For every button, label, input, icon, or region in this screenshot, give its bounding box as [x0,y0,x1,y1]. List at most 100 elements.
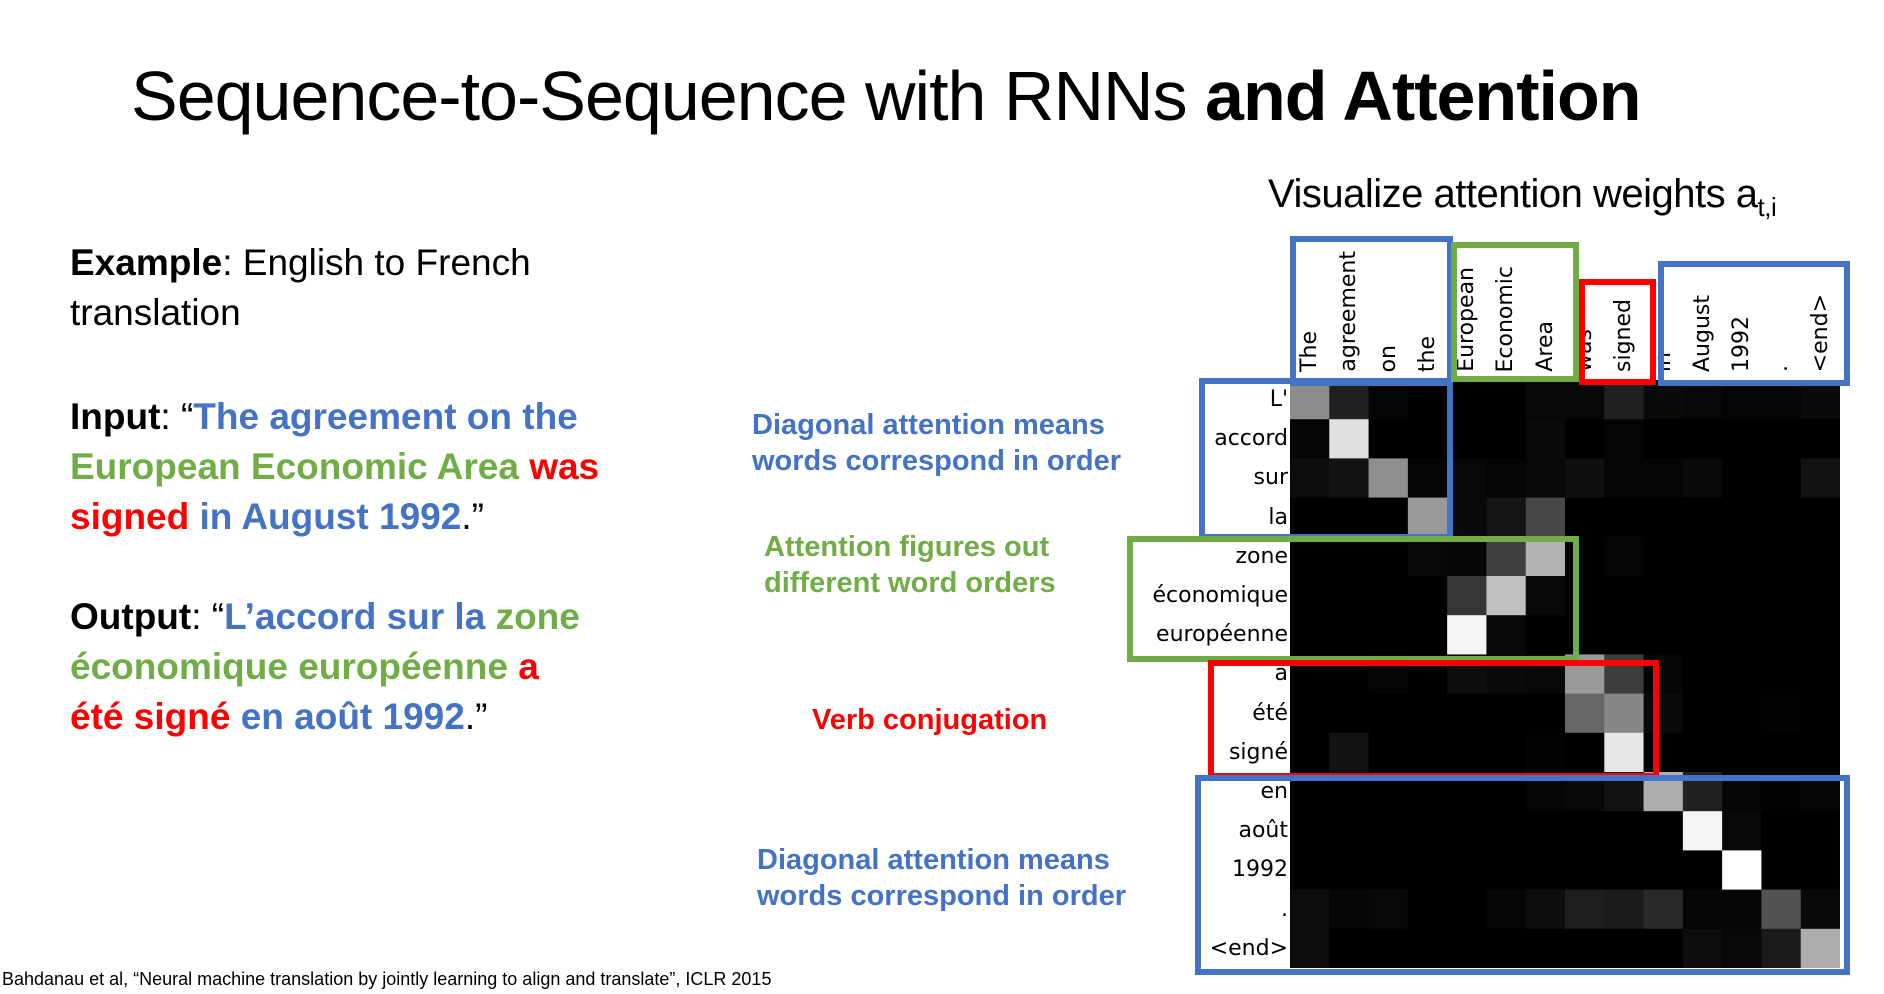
heatmap-cell [1643,536,1684,577]
heatmap-cell [1643,732,1684,773]
heatmap-cell [1604,693,1645,734]
heatmap-cell [1329,576,1370,616]
output-text-segment: zone [495,596,580,637]
heatmap-cell [1800,536,1840,577]
heatmap-row-label: zone [1235,543,1289,569]
heatmap-cell [1407,732,1448,773]
heatmap-cell [1800,615,1840,655]
heatmap-cell [1761,576,1802,616]
heatmap-cell [1604,380,1645,420]
heatmap-cell [1368,536,1409,577]
heatmap-cell [1800,458,1840,499]
heatmap-cell [1329,850,1370,891]
highlight-box-blue-cols-top [1290,236,1453,386]
input-label: Input [70,396,161,437]
heatmap-row-label: <end> [1209,935,1288,961]
heatmap-cell [1329,536,1370,577]
note-line: words correspond in order [757,880,1126,912]
heatmap-cell [1761,380,1802,420]
heatmap-cell [1565,419,1605,459]
heatmap-cell [1368,889,1409,930]
output-text-segment: été signé [70,696,241,737]
heatmap-cell [1290,380,1330,420]
heatmap-cell [1565,576,1605,616]
heatmap-cell [1407,419,1448,459]
heatmap-cell [1604,458,1645,499]
heatmap-row-label: signé [1228,739,1288,765]
output-text-segment: économique européenne [70,646,519,687]
heatmap-cell [1525,850,1566,891]
note-line: Diagonal attention means [752,409,1105,441]
heatmap-cell [1368,732,1409,773]
output-label: Output [70,596,192,637]
heatmap-cell [1761,615,1802,655]
highlight-box-blue-rows-top [1199,378,1453,540]
heatmap-cell [1486,458,1527,499]
highlight-box-blue-cols-bottom [1658,261,1850,386]
example-label: Example [70,242,223,283]
output-text-segment: : “ [191,596,225,637]
heatmap-cell [1722,419,1762,459]
heatmap-cell [1800,576,1840,616]
heatmap-row-label: accord [1214,426,1288,452]
heatmap-cell [1565,536,1605,577]
heatmap-cell [1447,850,1487,891]
heatmap-cell [1800,928,1840,968]
heatmap-cell [1290,732,1330,773]
heatmap-cell [1447,576,1487,616]
heatmap-cell [1722,458,1762,499]
heatmap-cell [1604,497,1645,538]
input-text-segment: : “ [160,396,194,437]
heatmap-cell [1761,889,1802,930]
heatmap-cell [1290,576,1330,616]
heatmap-cell [1682,850,1723,891]
heatmap-cell [1525,380,1566,420]
heatmap-cell [1604,850,1645,891]
heatmap-cell [1604,536,1645,577]
heatmap-cell [1290,928,1330,968]
heatmap-cell [1565,732,1605,773]
heatmap-cell [1486,497,1527,538]
heatmap-cell [1643,497,1684,538]
heatmap-cell [1525,732,1566,773]
heatmap-cell [1407,576,1448,616]
input-text-segment: The agreement on the [193,396,578,437]
input-text-segment: was [529,446,600,487]
heatmap-cell [1525,889,1566,930]
heatmap-cell [1447,458,1487,499]
heatmap-cell [1290,458,1330,499]
output-text-segment: .” [464,696,488,737]
heatmap-cell [1486,732,1527,773]
heatmap-cell [1329,380,1370,420]
heatmap-cell [1290,497,1330,538]
heatmap-cell [1368,458,1409,499]
heatmap-cell [1329,889,1370,930]
heatmap-cell [1407,889,1448,930]
heatmap-cell [1682,576,1723,616]
heatmap-cell [1525,693,1566,734]
heatmap-cell [1682,654,1723,695]
heatmap-cell [1447,497,1487,538]
heatmap-cell [1486,615,1527,655]
output-text-segment: en août 1992 [240,696,465,737]
heatmap-cell [1565,497,1605,538]
heatmap-row-label: sur [1253,465,1288,491]
heatmap-row-label: européenne [1156,622,1288,648]
heatmap-cell [1604,889,1645,930]
heatmap-cell [1525,811,1566,851]
example-text-line1: : English to French [222,242,531,283]
example-block: Example: English to French translation [70,238,531,338]
heatmap-row-label: août [1238,818,1288,844]
input-text-segment: signed [70,496,200,537]
heatmap-cell [1486,889,1527,930]
heatmap-cell [1486,693,1527,734]
heatmap-cell [1565,380,1605,420]
heatmap-cell [1800,654,1840,695]
heatmap-cell [1329,615,1370,655]
heatmap-cell [1643,380,1684,420]
heatmap-cell [1761,732,1802,773]
heatmap-cell [1761,928,1802,968]
